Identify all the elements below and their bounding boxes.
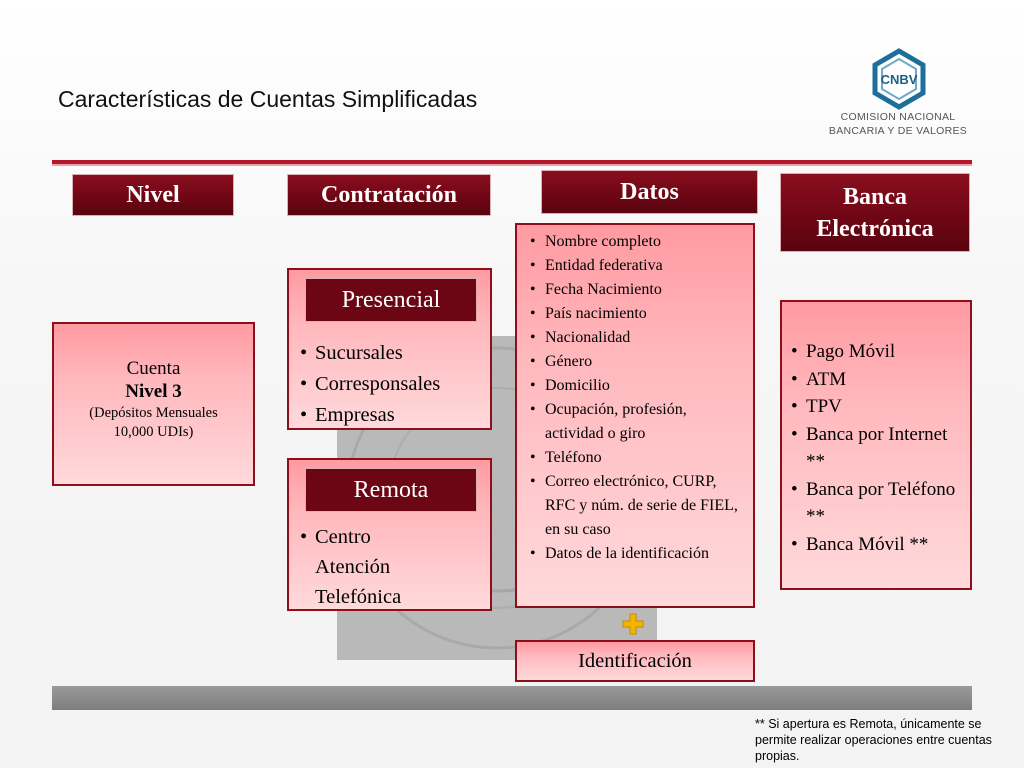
- cnbv-logo: CNBV COMISION NACIONAL BANCARIA Y DE VAL…: [818, 48, 978, 144]
- contratacion-label: Contratación: [321, 182, 457, 208]
- list-item: Teléfono: [527, 446, 742, 470]
- remota-list: Centro Atención Telefónica: [297, 522, 401, 612]
- presencial-box: Presencial Sucursales Corresponsales Emp…: [287, 268, 492, 431]
- nivel-label: Nivel: [126, 182, 180, 208]
- remota-box: Remota Centro Atención Telefónica: [287, 458, 492, 611]
- remota-item-line-1: Centro: [315, 526, 371, 548]
- list-item: Nacionalidad: [527, 326, 742, 350]
- list-item: TPV: [788, 393, 968, 421]
- list-item: País nacimiento: [527, 302, 742, 326]
- column-header-nivel: Nivel: [72, 174, 234, 216]
- list-item: ATM: [788, 366, 968, 394]
- list-item: Fecha Nacimiento: [527, 278, 742, 302]
- banca-list: Pago Móvil ATM TPV Banca por Internet **…: [788, 338, 968, 558]
- presencial-header: Presencial: [305, 278, 477, 322]
- list-item: Banca por Internet **: [788, 421, 968, 476]
- list-item: Banca por Teléfono **: [788, 476, 968, 531]
- remota-item-line-3: Telefónica: [315, 586, 402, 608]
- cnbv-logo-icon: CNBV: [872, 48, 926, 110]
- datos-box: Nombre completo Entidad federativa Fecha…: [515, 223, 755, 608]
- list-item: Domicilio: [527, 374, 742, 398]
- datos-label: Datos: [620, 179, 679, 205]
- cuenta-line-1: Cuenta: [126, 358, 181, 379]
- list-item: Corresponsales: [297, 369, 440, 400]
- column-header-banca: Banca Electrónica: [780, 173, 970, 252]
- identificacion-box: Identificación: [515, 640, 755, 682]
- list-item: Datos de la identificación: [527, 542, 742, 566]
- list-item: Entidad federativa: [527, 254, 742, 278]
- logo-line-2: BANCARIA Y DE VALORES: [828, 125, 968, 137]
- cuenta-line-4: 10,000 UDIs): [113, 424, 194, 440]
- footnote: ** Si apertura es Remota, únicamente se …: [755, 717, 992, 763]
- column-header-datos: Datos: [541, 170, 758, 214]
- presencial-title: Presencial: [341, 287, 441, 313]
- list-item: Nombre completo: [527, 230, 742, 254]
- banca-label-line-2: Electrónica: [816, 216, 934, 242]
- list-item: Centro Atención Telefónica: [297, 522, 401, 612]
- identificacion-label: Identificación: [578, 650, 692, 672]
- list-item: Correo electrónico, CURP, RFC y núm. de …: [527, 470, 742, 542]
- remota-title: Remota: [353, 477, 429, 503]
- header-rule: [52, 160, 972, 166]
- list-item: Empresas: [297, 400, 440, 431]
- list-item: Sucursales: [297, 338, 440, 369]
- cuenta-line-3: (Depósitos Mensuales: [89, 405, 218, 421]
- footer-bar: [52, 686, 972, 710]
- remota-header: Remota: [305, 468, 477, 512]
- list-item: Ocupación, profesión, actividad o giro: [527, 398, 742, 446]
- datos-list: Nombre completo Entidad federativa Fecha…: [527, 230, 742, 566]
- list-item: Banca Móvil **: [788, 531, 968, 559]
- cuenta-box: Cuenta Nivel 3 (Depósitos Mensuales 10,0…: [52, 322, 255, 486]
- logo-abbrev: CNBV: [881, 72, 918, 87]
- plus-icon: [622, 613, 644, 635]
- logo-text: COMISION NACIONAL BANCARIA Y DE VALORES: [818, 110, 978, 138]
- remota-item-line-2: Atención: [315, 556, 391, 578]
- column-header-contratacion: Contratación: [287, 174, 491, 216]
- banca-label-line-1: Banca: [842, 184, 907, 210]
- logo-line-1: COMISION NACIONAL: [840, 111, 956, 123]
- presencial-list: Sucursales Corresponsales Empresas: [297, 338, 440, 431]
- list-item: Pago Móvil: [788, 338, 968, 366]
- cuenta-level: Nivel 3: [125, 381, 182, 402]
- slide-title: Características de Cuentas Simplificadas: [58, 86, 478, 112]
- banca-box: Pago Móvil ATM TPV Banca por Internet **…: [780, 300, 972, 590]
- list-item: Género: [527, 350, 742, 374]
